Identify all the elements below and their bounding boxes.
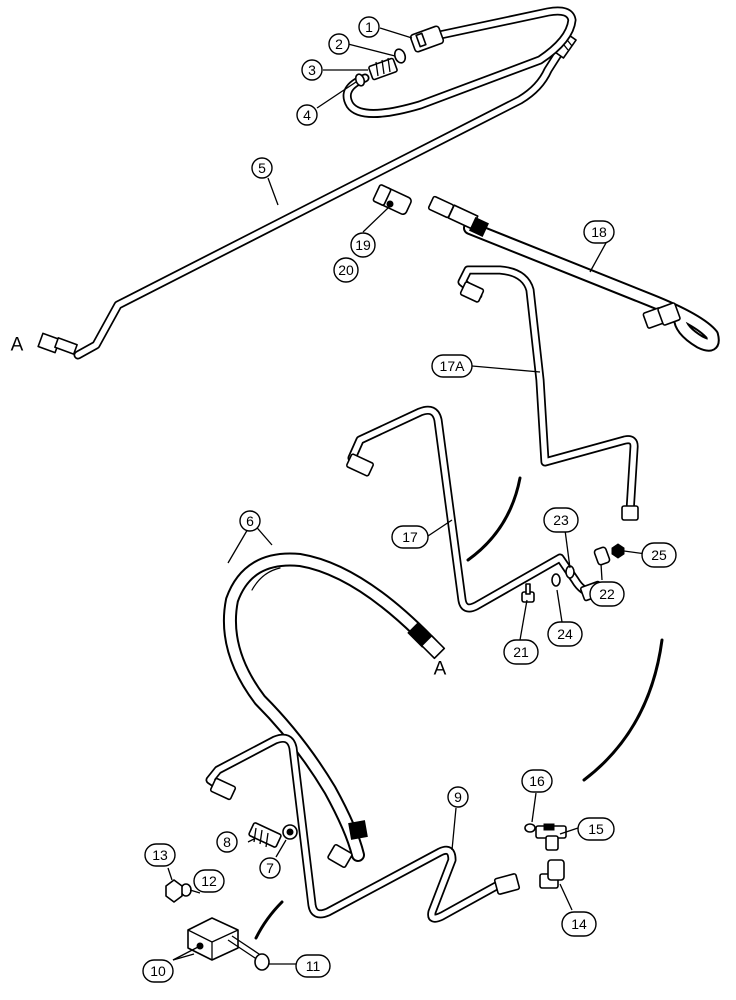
part-19-elbow [372,184,412,215]
callout-17: 17 [391,525,429,549]
svg-text:2: 2 [335,36,343,52]
connection-mark-a-bottom: A [434,659,447,680]
callout-7: 7 [259,857,281,879]
callout-6: 6 [239,510,261,532]
hose-6 [222,552,439,862]
svg-text:14: 14 [571,916,587,932]
continuation-arc-1 [466,476,522,562]
loop-tube [342,6,577,118]
connection-mark-a-top: A [11,335,24,356]
part-14-elbow [539,859,565,889]
svg-text:23: 23 [553,512,569,528]
tube-9-fitting-right [493,873,521,895]
tube-9-fitting-top [209,777,237,801]
svg-text:15: 15 [588,821,604,837]
part-22-spacer [593,546,611,566]
part-10-block [187,917,239,961]
part-2-oring [393,48,407,64]
callout-8: 8 [216,831,238,853]
svg-text:11: 11 [306,958,321,974]
tube-9 [205,733,503,923]
callout-5: 5 [251,157,273,179]
svg-text:4: 4 [303,107,311,123]
continuation-arc-2 [582,638,664,782]
callout-16: 16 [521,769,553,793]
part-8-adapter [248,822,282,848]
callout-12: 12 [193,869,225,893]
callout-1: 1 [358,16,380,38]
callout-4: 4 [296,104,318,126]
callout-18: 18 [583,220,615,244]
svg-text:5: 5 [258,160,266,176]
tube-17-fitting-top [346,453,374,477]
part-4-oring [354,73,366,87]
callout-22: 22 [589,581,625,607]
callout-23: 23 [543,507,579,533]
tube-5-fitting-a [37,332,78,355]
leader-lines [167,27,647,965]
callout-15: 15 [577,817,615,841]
tube-17a-fitting-top [459,281,485,303]
svg-text:3: 3 [308,62,316,78]
svg-text:21: 21 [513,644,529,660]
svg-text:25: 25 [651,547,667,563]
callout-10: 10 [142,959,174,983]
svg-text:12: 12 [201,873,217,889]
svg-text:7: 7 [266,860,274,876]
part-1-fitting [409,25,445,53]
continuation-arc-3 [254,900,284,940]
callout-25: 25 [641,542,677,568]
part-3-adapter [368,57,398,81]
svg-text:9: 9 [454,789,462,805]
callout-19: 19 [350,232,376,258]
svg-text:24: 24 [557,626,573,642]
part-25-nut [611,543,625,559]
svg-text:18: 18 [591,224,607,240]
callout-14: 14 [561,911,597,937]
callout-3: 3 [301,59,323,81]
part-21-bolt [521,583,535,603]
svg-text:10: 10 [150,963,166,979]
callout-2: 2 [328,33,350,55]
hose-18 [463,221,720,352]
svg-text:22: 22 [599,586,615,602]
part-16-oring [524,823,536,833]
svg-text:8: 8 [223,834,231,850]
part-11-screw [227,935,270,971]
svg-text:6: 6 [246,513,254,529]
tube-17a [457,265,639,517]
part-13-nut [165,879,183,903]
svg-text:17A: 17A [440,358,466,374]
svg-text:13: 13 [152,847,168,863]
hose-18-fitting-left [427,195,489,237]
hose-18-fitting-right [642,302,681,329]
svg-text:1: 1 [365,19,373,35]
callout-21: 21 [503,639,539,665]
callout-11: 11 [295,954,331,978]
callout-17a: 17A [431,354,473,378]
tube-17a-fitting-bottom [621,505,639,521]
svg-text:20: 20 [338,262,354,278]
svg-text:19: 19 [355,237,371,253]
hose-6-fitting-a [407,622,446,660]
part-24-washer [551,573,561,587]
part-7-nut [282,824,298,840]
callout-9: 9 [447,786,469,808]
callout-24: 24 [547,621,583,647]
svg-text:16: 16 [529,773,545,789]
callout-20: 20 [333,257,359,283]
callout-13: 13 [144,843,176,867]
part-15-tee [535,823,567,851]
tube-5 [73,43,567,360]
hose-6-fitting-bottom [327,820,368,868]
svg-text:17: 17 [402,529,418,545]
